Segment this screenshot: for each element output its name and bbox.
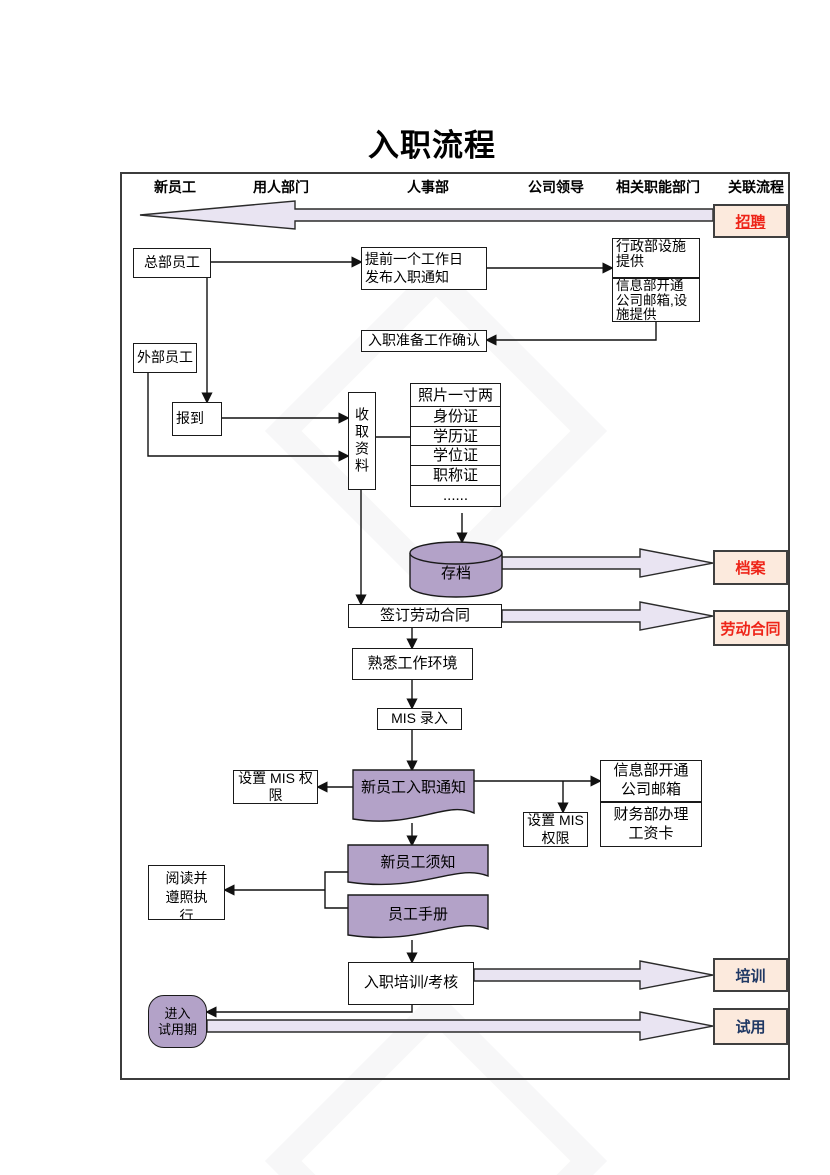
- lane-header-new-employee: 新员工: [154, 179, 196, 195]
- lane-header-related-process: 关联流程: [728, 179, 784, 195]
- node-advance-notice: 提前一个工作日 发布入职通知: [361, 247, 487, 290]
- node-mis-entry: MIS 录入: [377, 708, 462, 730]
- material-item: 职称证: [410, 465, 501, 487]
- node-sign-contract: 签订劳动合同: [348, 604, 502, 628]
- node-finance-salary-card: 财务部办理 工资卡: [600, 802, 702, 847]
- related-probation: 试用: [713, 1008, 788, 1045]
- related-recruiting: 招聘: [713, 204, 788, 238]
- node-read-and-follow: 阅读并 遵照执 行: [148, 865, 225, 920]
- node-it-mailbox-facility: 信息部开通 公司邮箱,设 施提供: [612, 278, 700, 322]
- node-collect-materials: 收取资料: [348, 392, 376, 490]
- node-set-mis-left: 设置 MIS 权 限: [233, 770, 318, 804]
- page-title: 入职流程: [368, 128, 496, 163]
- node-archive-store-label: 存档: [440, 564, 471, 582]
- lane-header-hr-dept: 人事部: [407, 179, 449, 195]
- node-onboard-training: 入职培训/考核: [348, 962, 474, 1005]
- node-report: 报到: [172, 402, 222, 436]
- node-external-employee: 外部员工: [133, 343, 197, 373]
- node-prep-confirm: 入职准备工作确认: [361, 330, 487, 352]
- node-newcomer-notice-label: 新员工须知: [380, 853, 456, 871]
- related-training: 培训: [713, 958, 788, 992]
- node-enter-probation: 进入 试用期: [148, 995, 207, 1048]
- related-archive: 档案: [713, 550, 788, 585]
- node-familiarize-env: 熟悉工作环境: [352, 648, 473, 680]
- material-item: 身份证: [410, 405, 501, 427]
- node-admin-facility: 行政部设施 提供: [612, 238, 700, 278]
- related-labor-contract: 劳动合同: [713, 610, 788, 646]
- node-set-mis-right: 设置 MIS 权限: [523, 812, 588, 847]
- material-item: 照片一寸两张: [410, 383, 501, 407]
- node-hq-employee: 总部员工: [133, 248, 211, 278]
- node-onboard-notice-label: 新员工入职通知: [360, 778, 466, 796]
- material-item: 学位证: [410, 445, 501, 467]
- lane-header-company-leaders: 公司领导: [528, 179, 584, 195]
- material-item-more: ......: [410, 485, 501, 508]
- node-employee-handbook-label: 员工手册: [387, 905, 448, 923]
- lane-header-related-depts: 相关职能部门: [616, 179, 700, 195]
- swimlane-frame: [120, 172, 790, 1080]
- material-item: 学历证: [410, 425, 501, 447]
- lane-header-hiring-dept: 用人部门: [253, 179, 309, 195]
- materials-stack: 照片一寸两张 身份证 学历证 学位证 职称证 ......: [410, 383, 501, 508]
- node-it-open-mailbox: 信息部开通 公司邮箱: [600, 760, 702, 802]
